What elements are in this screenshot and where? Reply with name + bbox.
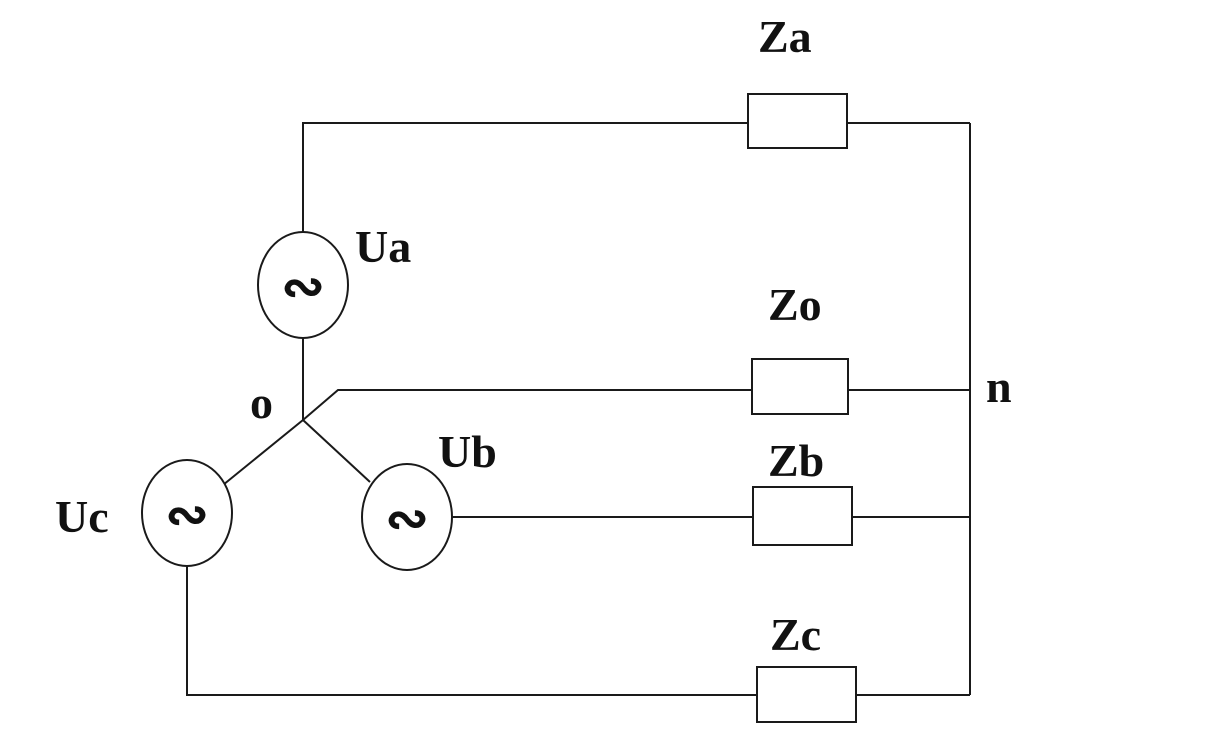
labels: Za Zo Zb Zc Ua Ub Uc o n (55, 11, 1012, 660)
label-node-n: n (986, 361, 1012, 412)
label-node-o: o (250, 377, 273, 428)
wire-o-to-uc (222, 419, 304, 486)
wire-phase-a (302, 122, 748, 232)
label-ub: Ub (438, 426, 497, 477)
label-zo: Zo (768, 279, 822, 330)
impedance-zc (756, 666, 857, 723)
impedance-zo (751, 358, 849, 415)
ac-source-icon: ∾ (385, 488, 429, 549)
label-za: Za (758, 11, 812, 62)
wire-phase-c (186, 566, 757, 696)
impedance-zb (752, 486, 853, 546)
label-zc: Zc (770, 609, 821, 660)
label-uc: Uc (55, 491, 109, 542)
ac-source-icon: ∾ (165, 484, 209, 545)
source-uc-circle (141, 459, 233, 567)
wires (186, 122, 971, 696)
source-ub-circle (361, 463, 453, 571)
source-uc: ∾ (141, 459, 233, 567)
source-ua: ∾ (257, 231, 349, 339)
impedance-za (747, 93, 848, 149)
source-ub: ∾ (361, 463, 453, 571)
wire-o-to-ub (302, 419, 371, 483)
label-ua: Ua (355, 221, 411, 272)
wire-neutral (302, 389, 752, 421)
ac-source-icon: ∾ (281, 256, 325, 317)
sources: ∾ ∾ ∾ (141, 231, 453, 571)
source-ua-circle (257, 231, 349, 339)
label-zb: Zb (768, 435, 824, 486)
impedances (747, 93, 857, 723)
